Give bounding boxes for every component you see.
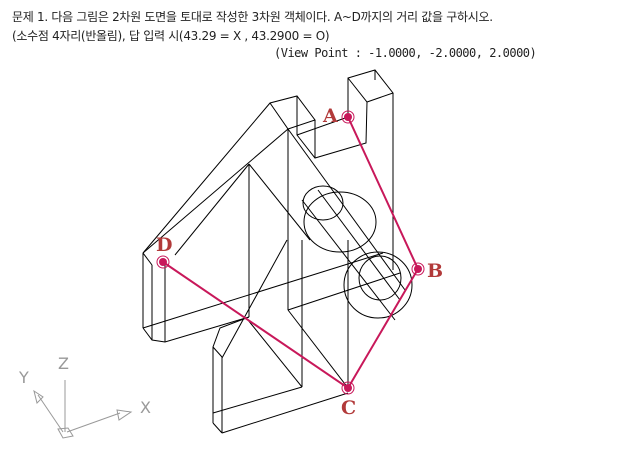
view-point-label: (View Point : -1.0000, -2.0000, 2.0000): [274, 46, 537, 60]
point-a[interactable]: A: [322, 105, 355, 127]
question-instructions: (소수점 4자리(반올림), 답 입력 시(43.29 = X , 43.290…: [12, 29, 330, 43]
y-axis-label: Y: [18, 368, 29, 387]
point-d-label: D: [156, 234, 172, 256]
point-b-label: B: [427, 260, 443, 282]
point-b[interactable]: B: [411, 260, 443, 282]
ucs-axis-icon: Z Y X: [18, 354, 151, 439]
point-d[interactable]: D: [156, 234, 172, 269]
x-axis-label: X: [140, 398, 151, 417]
z-axis-label: Z: [58, 354, 69, 373]
question-text: 문제 1. 다음 그림은 2차원 도면을 토대로 작성한 3차원 객체이다. A…: [12, 10, 493, 24]
distance-path: [162, 116, 420, 390]
point-c-label: C: [341, 397, 356, 419]
point-c[interactable]: C: [341, 381, 356, 419]
wireframe-model: [142, 69, 413, 434]
point-a-label: A: [322, 105, 338, 127]
